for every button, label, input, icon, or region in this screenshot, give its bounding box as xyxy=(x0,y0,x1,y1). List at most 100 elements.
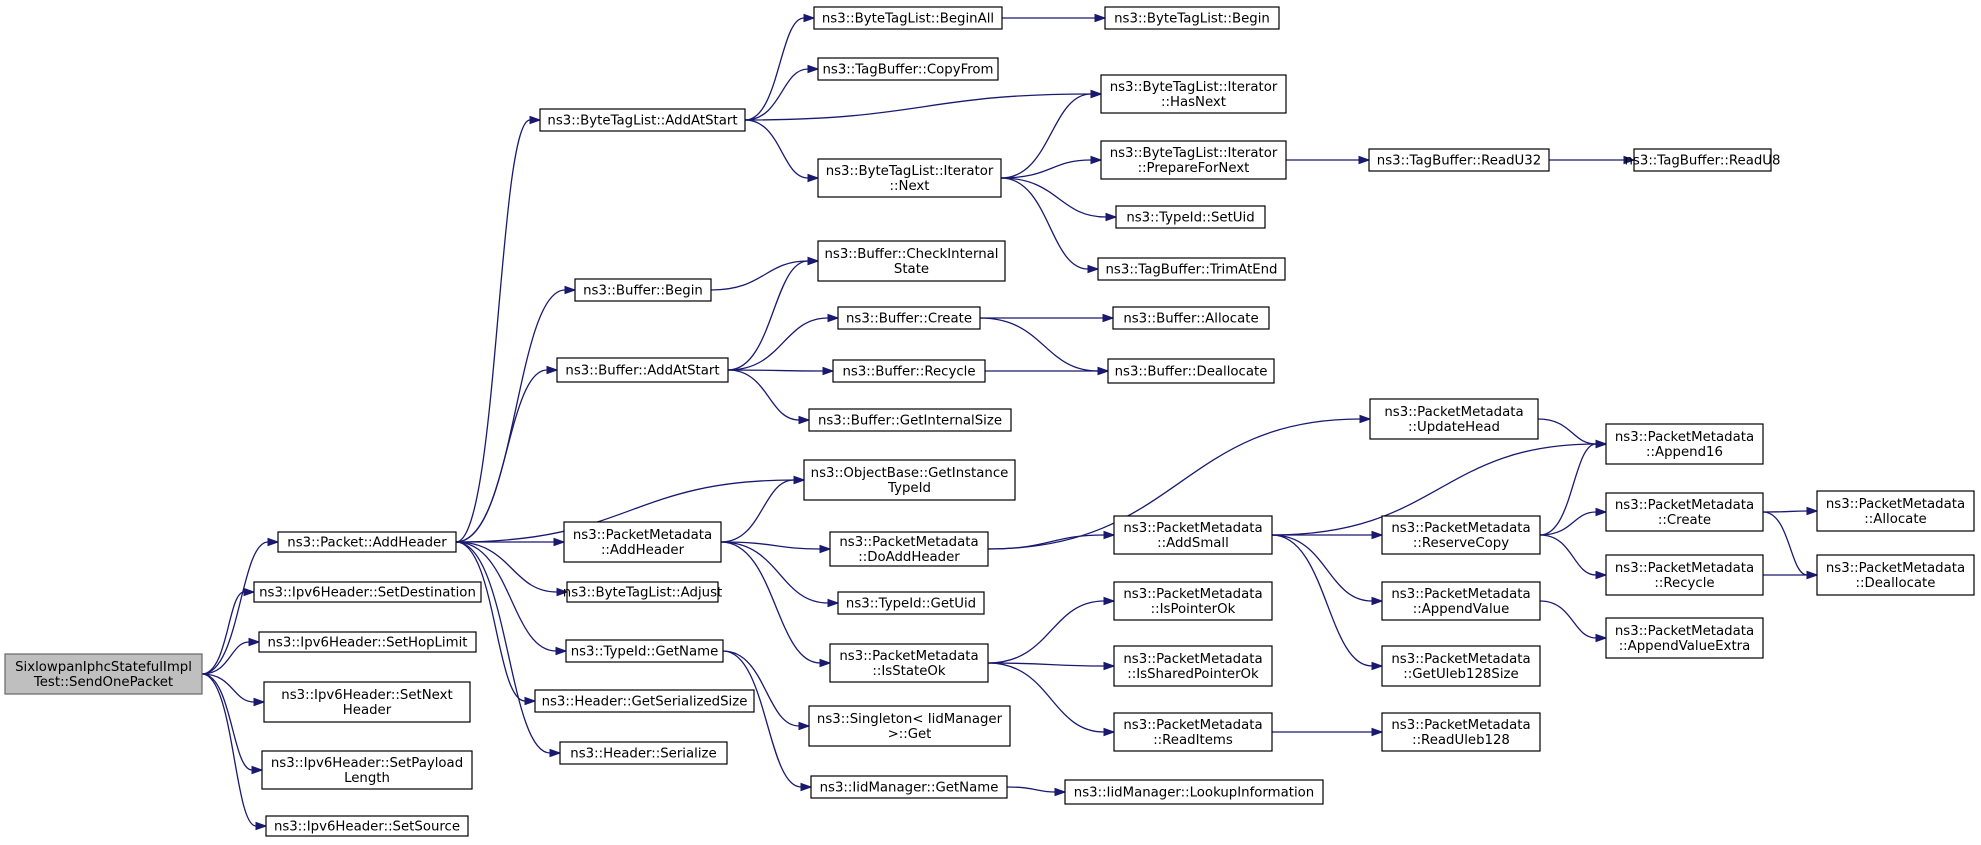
node-pm-append16[interactable]: ns3::PacketMetadata::Append16 xyxy=(1605,423,1764,465)
arrowhead xyxy=(549,748,562,758)
node-root[interactable]: SixlowpanIphcStatefulImplTest::SendOnePa… xyxy=(4,653,203,695)
node-singleton-get[interactable]: ns3::Singleton< IidManager >::Get xyxy=(808,705,1011,747)
node-pm-appendvalue[interactable]: ns3::PacketMetadata::AppendValue xyxy=(1381,581,1541,621)
node-box xyxy=(1368,148,1550,172)
edge-btl-iter-next-to-typeid-setuid xyxy=(1000,177,1118,222)
node-btl-addatstart[interactable]: ns3::ByteTagList::AddAtStart xyxy=(539,108,746,132)
arrowhead xyxy=(1090,89,1103,99)
edge-pm-isstateok-to-pm-readitems xyxy=(987,662,1116,737)
node-ipv6-sethop[interactable]: ns3::Ipv6Header::SetHopLimit xyxy=(258,631,477,653)
edge-pkt-addheader-to-pm-addheader xyxy=(455,537,566,547)
node-btl-begin[interactable]: ns3::ByteTagList::Begin xyxy=(1104,6,1280,30)
node-label: ::Next xyxy=(890,179,930,194)
edge-pm-addheader-to-pm-isstateok xyxy=(720,541,832,668)
edge-pm-addsmall-to-pm-reservecopy xyxy=(1272,530,1384,540)
node-pm-readuleb128[interactable]: ns3::PacketMetadata::ReadUleb128 xyxy=(1381,712,1541,752)
node-box xyxy=(1816,490,1975,532)
node-label: ns3::TypeId::GetUid xyxy=(846,597,976,612)
node-pm-ispointerok[interactable]: ns3::PacketMetadata::IsPointerOk xyxy=(1113,581,1273,621)
node-label: ns3::Packet::AddHeader xyxy=(287,536,447,551)
arrowhead xyxy=(1103,530,1116,540)
node-buf-recycle[interactable]: ns3::Buffer::Recycle xyxy=(832,359,986,383)
node-tb-copyfrom[interactable]: ns3::TagBuffer::CopyFrom xyxy=(817,57,999,81)
edge-line xyxy=(1539,600,1597,639)
node-btl-iter-prepare[interactable]: ns3::ByteTagList::Iterator::PrepareForNe… xyxy=(1100,140,1287,180)
node-buf-deallocate[interactable]: ns3::Buffer::Deallocate xyxy=(1107,358,1275,384)
node-label: ns3::PacketMetadata xyxy=(1123,718,1262,733)
node-iid-getname[interactable]: ns3::IidManager::GetName xyxy=(810,775,1008,799)
node-buf-addatstart[interactable]: ns3::Buffer::AddAtStart xyxy=(556,357,729,383)
node-pm-getuleb128size[interactable]: ns3::PacketMetadata::GetUleb128Size xyxy=(1381,645,1541,687)
node-hdr-getsersize[interactable]: ns3::Header::GetSerializedSize xyxy=(534,689,755,713)
node-label: ns3::PacketMetadata xyxy=(1826,497,1965,512)
node-label: ns3::PacketMetadata xyxy=(1391,587,1530,602)
node-pm-create[interactable]: ns3::PacketMetadata::Create xyxy=(1605,492,1764,532)
node-pm-recycle[interactable]: ns3::PacketMetadata::Recycle xyxy=(1605,554,1764,596)
node-buf-create[interactable]: ns3::Buffer::Create xyxy=(837,306,981,330)
node-pkt-addheader[interactable]: ns3::Packet::AddHeader xyxy=(277,531,457,553)
edge-pm-addsmall-to-pm-appendvalue xyxy=(1271,534,1384,606)
node-iid-lookupinfo[interactable]: ns3::IidManager::LookupInformation xyxy=(1064,779,1324,805)
node-ipv6-setdest[interactable]: ns3::Ipv6Header::SetDestination xyxy=(253,581,482,603)
node-pm-addheader[interactable]: ns3::PacketMetadata::AddHeader xyxy=(563,521,722,563)
node-btl-beginall[interactable]: ns3::ByteTagList::BeginAll xyxy=(813,6,1003,30)
node-tb-readu8[interactable]: ns3::TagBuffer::ReadU8 xyxy=(1625,148,1781,172)
node-pm-allocate[interactable]: ns3::PacketMetadata::Allocate xyxy=(1816,490,1975,532)
arrowhead xyxy=(1371,661,1384,671)
node-hdr-serialize[interactable]: ns3::Header::Serialize xyxy=(559,741,728,765)
node-typeid-setuid[interactable]: ns3::TypeId::SetUid xyxy=(1115,205,1266,229)
node-btl-iter-next[interactable]: ns3::ByteTagList::Iterator::Next xyxy=(817,158,1002,198)
node-btl-adjust[interactable]: ns3::ByteTagList::Adjust xyxy=(563,581,722,603)
node-pm-deallocate[interactable]: ns3::PacketMetadata::Deallocate xyxy=(1816,554,1975,596)
node-label: ns3::PacketMetadata xyxy=(1615,498,1754,513)
node-label: ns3::PacketMetadata xyxy=(1615,624,1754,639)
node-label: ns3::PacketMetadata xyxy=(839,535,978,550)
node-tb-readu32[interactable]: ns3::TagBuffer::ReadU32 xyxy=(1368,148,1550,172)
arrowhead xyxy=(1054,787,1067,797)
node-buf-allocate[interactable]: ns3::Buffer::Allocate xyxy=(1112,306,1270,330)
node-typeid-getuid[interactable]: ns3::TypeId::GetUid xyxy=(837,591,985,615)
node-pm-readitems[interactable]: ns3::PacketMetadata::ReadItems xyxy=(1113,712,1273,752)
node-box xyxy=(556,357,729,383)
node-btl-iter-hasnext[interactable]: ns3::ByteTagList::Iterator::HasNext xyxy=(1100,74,1287,114)
node-buf-getinternalsize[interactable]: ns3::Buffer::GetInternalSize xyxy=(808,408,1012,432)
node-pm-appendvalueextra[interactable]: ns3::PacketMetadata::AppendValueExtra xyxy=(1605,617,1764,659)
edge-line xyxy=(1271,443,1597,536)
node-buf-begin[interactable]: ns3::Buffer::Begin xyxy=(574,278,712,302)
node-tb-trimatend[interactable]: ns3::TagBuffer::TrimAtEnd xyxy=(1097,257,1286,281)
node-pm-reservecopy[interactable]: ns3::PacketMetadata::ReserveCopy xyxy=(1381,515,1541,555)
node-pm-doaddheader[interactable]: ns3::PacketMetadata::DoAddHeader xyxy=(829,531,989,567)
edge-line xyxy=(722,650,800,727)
node-ipv6-setsource[interactable]: ns3::Ipv6Header::SetSource xyxy=(265,815,469,837)
arrowhead xyxy=(529,115,542,125)
arrowhead xyxy=(267,537,280,547)
edge-btl-iter-next-to-btl-iter-hasnext xyxy=(1000,89,1103,179)
node-pm-updatehead[interactable]: ns3::PacketMetadata::UpdateHead xyxy=(1369,398,1539,440)
node-pm-issharedpointerok[interactable]: ns3::PacketMetadata::IsSharedPointerOk xyxy=(1113,645,1273,687)
arrowhead xyxy=(827,598,840,608)
edge-line xyxy=(1006,786,1056,793)
edge-line xyxy=(201,673,257,827)
edge-line xyxy=(987,600,1105,664)
node-label: ns3::TagBuffer::ReadU32 xyxy=(1377,154,1541,169)
node-pm-isstateok[interactable]: ns3::PacketMetadata::IsStateOk xyxy=(829,643,989,683)
node-label: ns3::PacketMetadata xyxy=(1615,430,1754,445)
edge-root-to-ipv6-setnext xyxy=(201,673,266,707)
node-box xyxy=(1633,148,1772,172)
edge-btl-addatstart-to-btl-iter-next xyxy=(744,119,820,183)
node-pm-addsmall[interactable]: ns3::PacketMetadata::AddSmall xyxy=(1113,515,1273,555)
edge-btl-addatstart-to-btl-beginall xyxy=(744,13,816,121)
node-box xyxy=(253,581,482,603)
node-label: ns3::ByteTagList::AddAtStart xyxy=(547,114,737,129)
node-label: ns3::PacketMetadata xyxy=(1391,652,1530,667)
edge-pkt-addheader-to-hdr-serialize xyxy=(455,541,562,758)
edge-pm-doaddheader-to-pm-updatehead xyxy=(987,414,1372,550)
node-label: ns3::Singleton< IidManager xyxy=(817,712,1003,727)
node-label: ::AddHeader xyxy=(601,543,685,558)
node-typeid-getname[interactable]: ns3::TypeId::GetName xyxy=(565,639,724,663)
edge-root-to-pkt-addheader xyxy=(201,537,280,675)
